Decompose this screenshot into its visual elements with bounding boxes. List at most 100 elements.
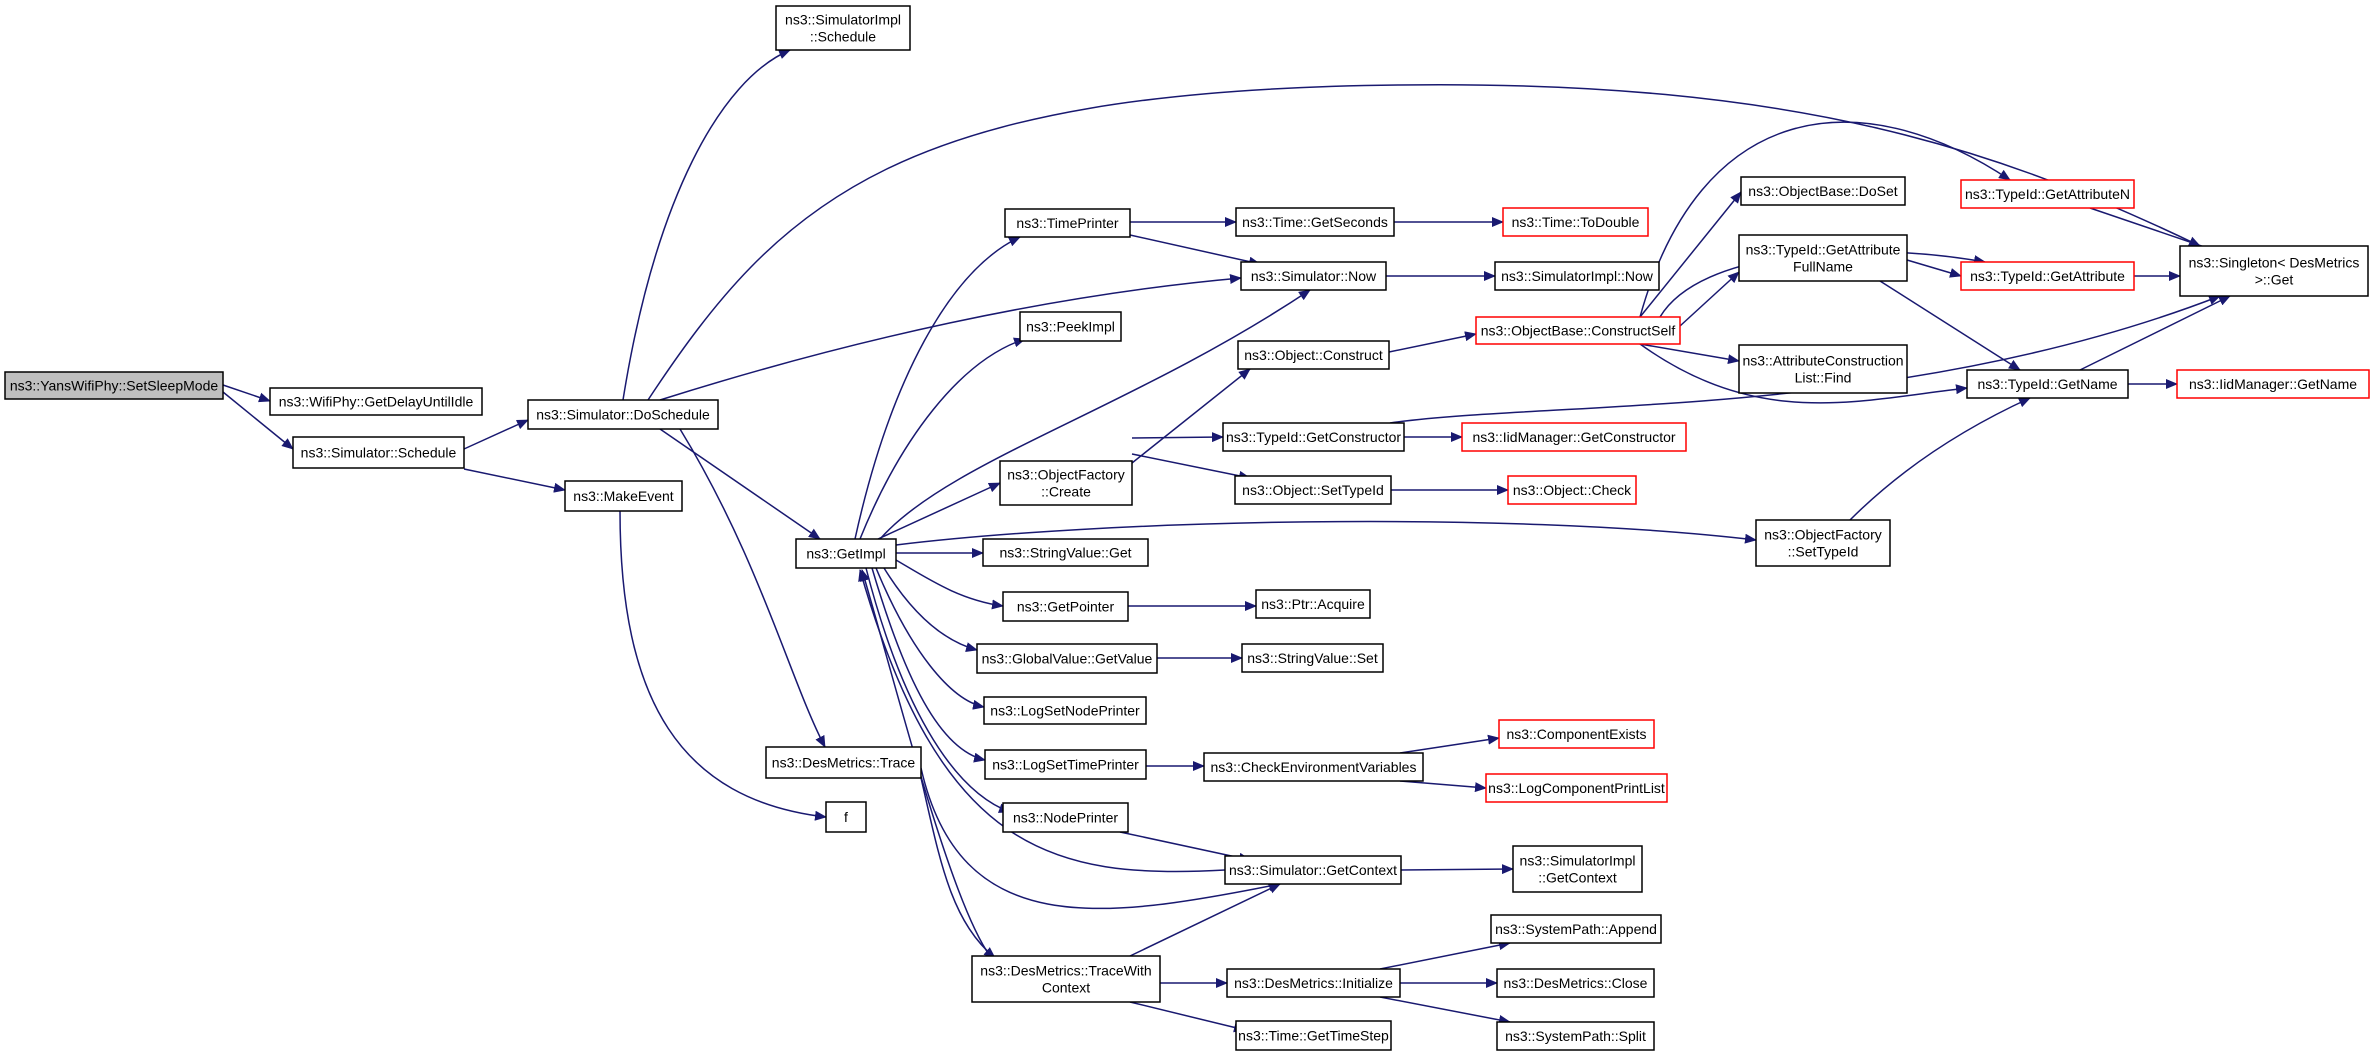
node-time_getseconds[interactable]: ns3::Time::GetSeconds	[1235, 207, 1395, 237]
edge-tracewithcontext-to-sim_getcontext	[1129, 883, 1281, 957]
node-box	[775, 5, 911, 51]
edge-arrow	[871, 567, 986, 763]
node-box	[1485, 773, 1668, 803]
node-label: ns3::NodePrinter	[1013, 810, 1118, 826]
node-label: ns3::MakeEvent	[573, 488, 673, 504]
node-systempath_split[interactable]: ns3::SystemPath::Split	[1496, 1021, 1655, 1051]
node-box	[1226, 968, 1401, 998]
edge-getimpl-to-peekimpl	[859, 337, 1026, 540]
node-f[interactable]: f	[825, 801, 867, 833]
edge-tracewithcontext-to-time_gettimestep	[1129, 1001, 1246, 1033]
edge-objfactory_settypeid-to-typeid_getname	[1849, 397, 2031, 521]
node-doschedule[interactable]: ns3::Simulator::DoSchedule	[527, 399, 719, 430]
edge-getimpl-to-logsetnodeprinter	[875, 567, 985, 710]
node-setsleep[interactable]: ns3::YansWifiPhy::SetSleepMode	[4, 371, 224, 400]
node-objfactory_settypeid[interactable]: ns3::ObjectFactory::SetTypeId	[1755, 519, 1891, 567]
edge-arrow	[1639, 191, 1742, 318]
node-box	[971, 955, 1161, 1003]
node-obj_construct[interactable]: ns3::Object::Construct	[1237, 340, 1390, 370]
edge-schedule-to-makeevent	[463, 468, 566, 493]
node-typeid_getconstructor[interactable]: ns3::TypeId::GetConstructor	[1222, 422, 1405, 452]
node-objfactory_create[interactable]: ns3::ObjectFactory::Create	[999, 460, 1133, 506]
edge-doschedule-to-simimpl_schedule	[622, 49, 791, 401]
node-nodeprinter[interactable]: ns3::NodePrinter	[1002, 802, 1129, 833]
node-stringvalue_get[interactable]: ns3::StringValue::Get	[982, 538, 1149, 567]
node-desm_trace[interactable]: ns3::DesMetrics::Trace	[765, 746, 922, 779]
node-typeid_getattribute[interactable]: ns3::TypeId::GetAttribute	[1960, 261, 2135, 291]
node-desm_close[interactable]: ns3::DesMetrics::Close	[1496, 968, 1655, 998]
node-getimpl[interactable]: ns3::GetImpl	[795, 538, 897, 569]
edge-arrow	[920, 767, 1281, 910]
node-time_gettimestep[interactable]: ns3::Time::GetTimeStep	[1235, 1020, 1392, 1051]
edge-arrow	[1400, 864, 1514, 875]
edge-doschedule-to-desm_trace	[679, 428, 826, 748]
edge-setsleep-to-schedule	[222, 391, 294, 450]
node-label: ns3::IidManager::GetConstructor	[1472, 429, 1675, 445]
node-box	[795, 538, 897, 569]
node-logsettimeprinter[interactable]: ns3::LogSetTimePrinter	[984, 749, 1147, 780]
node-label: f	[844, 809, 848, 825]
node-checkenv[interactable]: ns3::CheckEnvironmentVariables	[1203, 752, 1424, 782]
node-time_todouble[interactable]: ns3::Time::ToDouble	[1502, 207, 1649, 237]
edge-arrow	[1379, 940, 1511, 970]
node-peekimpl[interactable]: ns3::PeekImpl	[1019, 311, 1122, 342]
node-simimpl_getcontext[interactable]: ns3::SimulatorImpl::GetContext	[1512, 845, 1643, 893]
edge-objbase_constructself-to-typeid_getname	[1639, 343, 1968, 404]
edge-arrow	[1879, 280, 2021, 371]
edge-arrow	[865, 567, 1011, 813]
node-ptr_acquire[interactable]: ns3::Ptr::Acquire	[1255, 589, 1371, 619]
node-globalvalue_getvalue[interactable]: ns3::GlobalValue::GetValue	[976, 643, 1158, 674]
node-simimpl_now[interactable]: ns3::SimulatorImpl::Now	[1494, 261, 1660, 291]
node-logcomponentprintlist[interactable]: ns3::LogComponentPrintList	[1485, 773, 1668, 803]
node-getdelay[interactable]: ns3::WifiPhy::GetDelayUntilIdle	[269, 387, 483, 416]
node-typeid_getname[interactable]: ns3::TypeId::GetName	[1966, 369, 2129, 399]
edge-getimpl-to-nodeprinter	[865, 567, 1011, 813]
node-label: ns3::GlobalValue::GetValue	[982, 651, 1153, 667]
edge-sim_getcontext-to-simimpl_getcontext	[1400, 864, 1514, 875]
node-schedule[interactable]: ns3::Simulator::Schedule	[292, 436, 465, 469]
node-obj_settypeid[interactable]: ns3::Object::SetTypeId	[1234, 475, 1392, 505]
node-systempath_append[interactable]: ns3::SystemPath::Append	[1490, 914, 1662, 944]
node-label: ns3::CheckEnvironmentVariables	[1211, 759, 1417, 775]
node-desm_initialize[interactable]: ns3::DesMetrics::Initialize	[1226, 968, 1401, 998]
node-label: ns3::IidManager::GetName	[2189, 376, 2357, 392]
node-object_check[interactable]: ns3::Object::Check	[1507, 475, 1637, 505]
node-typeid_getattributen[interactable]: ns3::TypeId::GetAttributeN	[1960, 179, 2135, 209]
node-simimpl_schedule[interactable]: ns3::SimulatorImpl::Schedule	[775, 5, 911, 51]
node-iidmanager_getname[interactable]: ns3::IidManager::GetName	[2176, 369, 2370, 399]
node-timeprinter[interactable]: ns3::TimePrinter	[1004, 208, 1131, 238]
node-stringvalue_set[interactable]: ns3::StringValue::Set	[1241, 643, 1384, 673]
node-label: ns3::WifiPhy::GetDelayUntilIdle	[279, 394, 474, 410]
node-makeevent[interactable]: ns3::MakeEvent	[564, 480, 683, 512]
node-label: ns3::SystemPath::Split	[1505, 1028, 1646, 1044]
node-sim_now[interactable]: ns3::Simulator::Now	[1240, 261, 1387, 291]
edge-doschedule-to-getimpl	[659, 428, 821, 540]
node-label: ns3::DesMetrics::Trace	[772, 755, 916, 771]
node-objbase_doset[interactable]: ns3::ObjectBase::DoSet	[1740, 176, 1906, 206]
edge-arrow	[1388, 331, 1477, 353]
node-box	[1512, 845, 1643, 893]
node-box	[1237, 340, 1390, 370]
node-objbase_constructself[interactable]: ns3::ObjectBase::ConstructSelf	[1475, 316, 1681, 345]
node-getpointer[interactable]: ns3::GetPointer	[1002, 591, 1129, 622]
node-singleton_get[interactable]: ns3::Singleton< DesMetrics >::Get	[2179, 245, 2369, 297]
node-box	[269, 387, 483, 416]
node-sim_getcontext[interactable]: ns3::Simulator::GetContext	[1224, 855, 1402, 885]
node-label: ns3::ObjectFactory	[1007, 467, 1125, 483]
node-componentexists[interactable]: ns3::ComponentExists	[1498, 719, 1655, 749]
node-label: ns3::Singleton< DesMetrics	[2189, 255, 2360, 271]
edge-arrow	[1129, 883, 1281, 957]
edge-arrow	[463, 468, 566, 493]
edge-getimpl-to-timeprinter	[854, 236, 1021, 540]
edge-getimpl-to-logsettimeprinter	[871, 567, 986, 763]
node-label: ::Create	[1041, 484, 1091, 500]
node-label: Context	[1042, 980, 1090, 996]
node-label: ns3::GetImpl	[806, 546, 885, 562]
node-label: ns3::ObjectFactory	[1764, 527, 1882, 543]
node-logsetnodeprinter[interactable]: ns3::LogSetNodePrinter	[983, 696, 1147, 725]
node-iidmanager_getconstructor[interactable]: ns3::IidManager::GetConstructor	[1461, 422, 1687, 452]
